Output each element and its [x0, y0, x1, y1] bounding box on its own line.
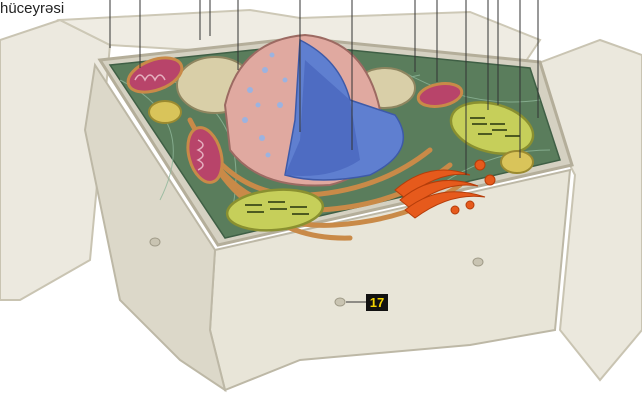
- caption-label: hüceyrəsi: [0, 0, 64, 18]
- chloroplast-small-right: [501, 151, 533, 173]
- label-badge-17: 17: [366, 294, 388, 311]
- chloroplast-small-left: [149, 101, 181, 123]
